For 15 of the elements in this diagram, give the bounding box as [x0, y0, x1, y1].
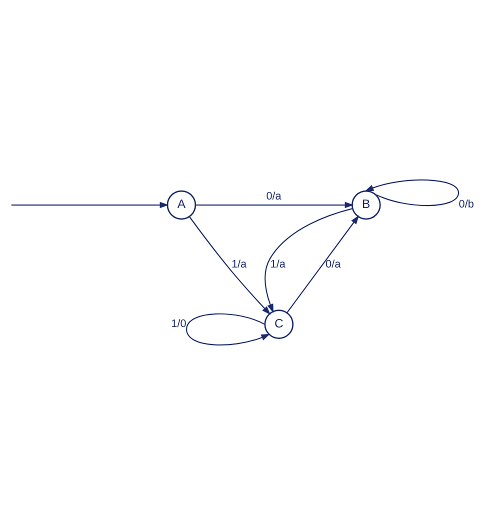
arrow	[196, 201, 354, 208]
edge-label: 0/b	[458, 198, 474, 210]
edge-label: 1/0	[171, 317, 186, 330]
arrow	[186, 312, 270, 345]
node-circle: C	[264, 309, 294, 338]
edge-label: 0/a	[326, 258, 341, 270]
edge-label: 1/a	[231, 258, 247, 270]
edge-label: 1/a	[270, 258, 286, 270]
arrow	[264, 208, 353, 312]
arrow	[189, 216, 271, 314]
edge-label: 0/a	[266, 190, 282, 202]
node-circle: A	[166, 190, 196, 220]
arrow	[286, 214, 360, 313]
node-circle: B	[352, 190, 381, 220]
arrow	[11, 201, 169, 208]
